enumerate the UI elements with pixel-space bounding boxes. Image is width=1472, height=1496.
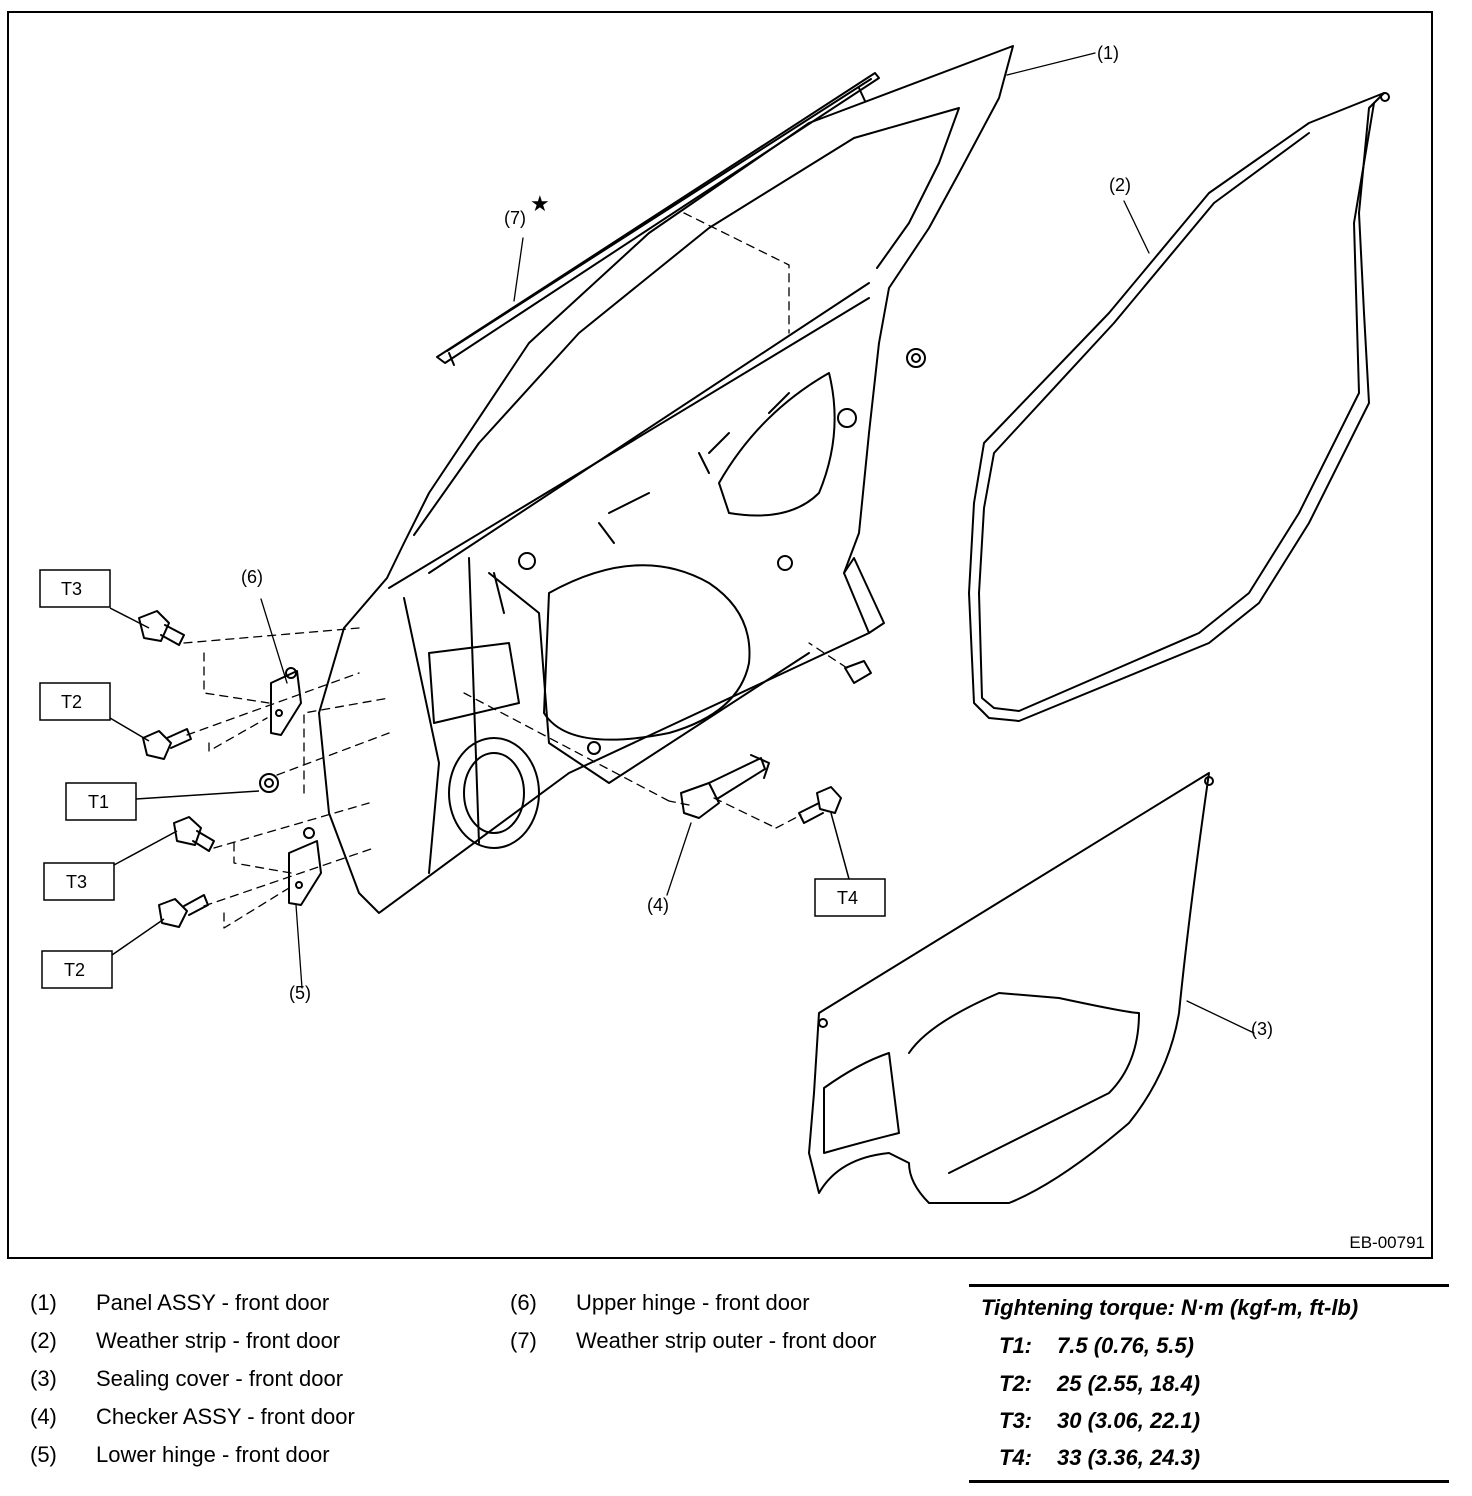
callout-2: (2) [1109, 175, 1131, 195]
callout-3: (3) [1251, 1019, 1273, 1039]
legend-text: Lower hinge - front door [96, 1442, 330, 1467]
torque-value: 30 (3.06, 22.1) [1057, 1408, 1201, 1433]
torque-code: T4: [999, 1445, 1032, 1470]
callout-6: (6) [241, 567, 263, 587]
door-panel-drawing [318, 45, 1014, 914]
torque-box-t2-lower: T2 [64, 960, 85, 980]
figure-id: EB-00791 [1349, 1233, 1425, 1252]
torque-value: 33 (3.36, 24.3) [1057, 1445, 1201, 1470]
exploded-diagram: (1) (2) (3) (4) (5) (6) (7) ★ T3 T2 T1 T… [7, 11, 1433, 1259]
torque-row: T2: 25 (2.55, 18.4) [999, 1371, 1200, 1397]
torque-value: 25 (2.55, 18.4) [1057, 1371, 1201, 1396]
torque-box-t2-upper: T2 [61, 692, 82, 712]
legend-text: Checker ASSY - front door [96, 1404, 355, 1429]
legend-text: Upper hinge - front door [576, 1290, 810, 1315]
legend-number: (7) [510, 1328, 537, 1353]
legend-text: Weather strip - front door [96, 1328, 341, 1353]
torque-box-t3-lower: T3 [66, 872, 87, 892]
torque-row: T1: 7.5 (0.76, 5.5) [999, 1333, 1194, 1359]
callout-1: (1) [1097, 43, 1119, 63]
callout-4: (4) [647, 895, 669, 915]
torque-value: 7.5 (0.76, 5.5) [1057, 1333, 1194, 1358]
diagram-drawing: (1) (2) (3) (4) (5) (6) (7) ★ T3 T2 T1 T… [39, 43, 1390, 1204]
legend-text: Weather strip outer - front door [576, 1328, 877, 1353]
legend-text: Panel ASSY - front door [96, 1290, 330, 1315]
legend-number: (2) [30, 1328, 57, 1353]
sealing-cover-drawing [808, 772, 1214, 1204]
torque-table: Tightening torque: N·m (kgf-m, ft-lb) T1… [969, 1284, 1449, 1483]
star-marker: ★ [530, 191, 550, 216]
torque-code: T2: [999, 1371, 1032, 1396]
lower-hinge-drawing [288, 827, 322, 906]
callout-7: (7) [504, 208, 526, 228]
upper-hinge-drawing [270, 667, 302, 736]
torque-code: T3: [999, 1408, 1032, 1433]
legend-number: (6) [510, 1290, 537, 1315]
legend-number: (5) [30, 1442, 57, 1467]
torque-box-t1: T1 [88, 792, 109, 812]
torque-title: Tightening torque: N·m (kgf-m, ft-lb) [981, 1295, 1359, 1320]
torque-row: T3: 30 (3.06, 22.1) [999, 1408, 1200, 1434]
checker-assy-drawing [680, 754, 770, 819]
legend-text: Sealing cover - front door [96, 1366, 344, 1391]
legend-number: (3) [30, 1366, 57, 1391]
torque-box-t3-upper: T3 [61, 579, 82, 599]
torque-box-t4: T4 [837, 888, 858, 908]
fasteners-drawing [138, 348, 926, 928]
weather-strip-outer-drawing [436, 72, 880, 366]
callout-5: (5) [289, 983, 311, 1003]
torque-code: T1: [999, 1333, 1032, 1358]
legend-number: (1) [30, 1290, 57, 1315]
legend-number: (4) [30, 1404, 57, 1429]
torque-row: T4: 33 (3.36, 24.3) [999, 1445, 1200, 1471]
weather-strip-drawing [968, 92, 1390, 722]
